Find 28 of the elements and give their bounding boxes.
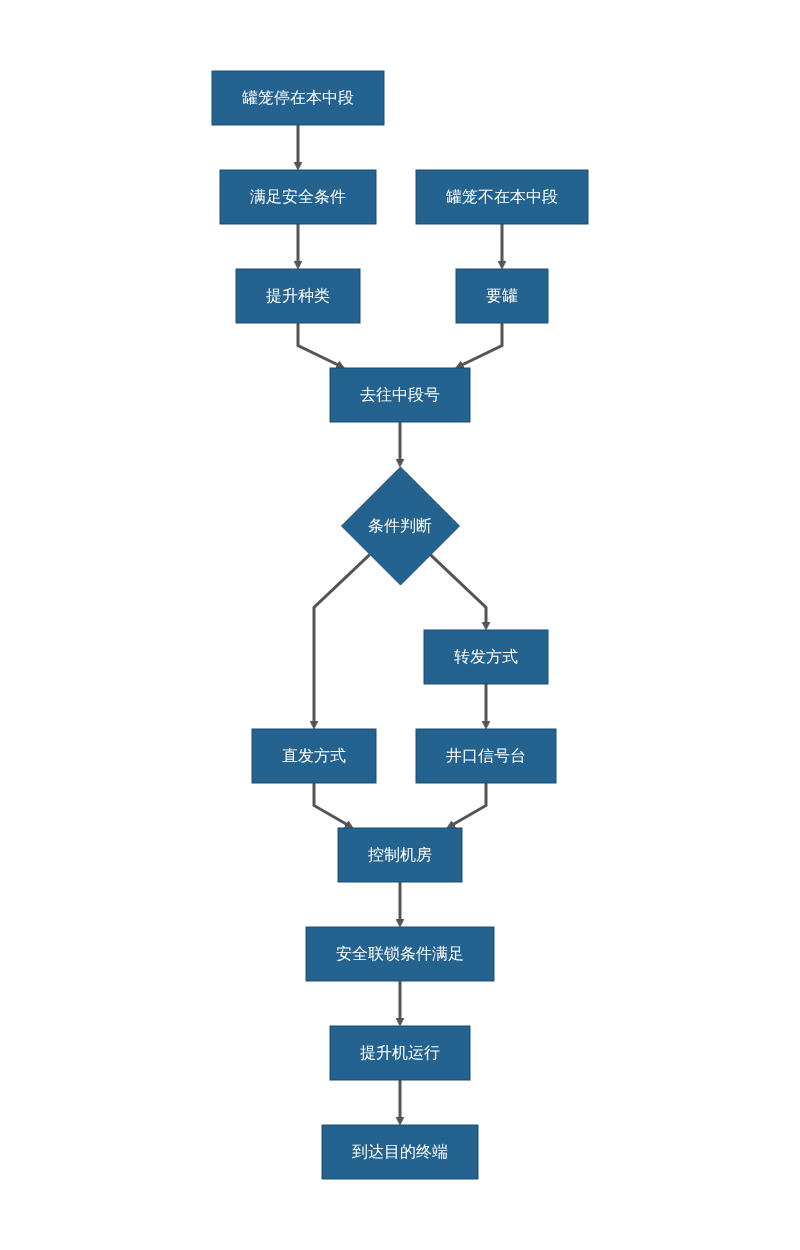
node-box: 安全联锁条件满足 xyxy=(305,926,495,982)
node-diamond: 条件判断 xyxy=(341,466,460,586)
arrow xyxy=(429,553,491,631)
arrow xyxy=(395,422,405,468)
node-box: 满足安全条件 xyxy=(219,169,377,225)
node-box: 直发方式 xyxy=(251,728,377,784)
arrow xyxy=(455,323,504,369)
arrow xyxy=(395,981,405,1027)
node-box: 罐笼不在本中段 xyxy=(415,169,589,225)
arrow xyxy=(296,323,345,369)
arrow xyxy=(293,224,303,270)
arrow xyxy=(481,684,491,730)
node-box: 提升机运行 xyxy=(329,1025,471,1081)
arrow xyxy=(446,783,488,829)
node-box: 罐笼停在本中段 xyxy=(211,70,385,126)
node-box: 去往中段号 xyxy=(329,367,471,423)
node-box: 到达目的终端 xyxy=(321,1124,479,1180)
node-box: 转发方式 xyxy=(423,629,549,685)
arrow xyxy=(395,1080,405,1126)
arrow xyxy=(312,783,354,829)
node-box: 控制机房 xyxy=(337,827,463,883)
arrow xyxy=(309,553,371,730)
arrow xyxy=(497,224,507,270)
arrow xyxy=(293,125,303,171)
node-box: 提升种类 xyxy=(235,268,361,324)
node-box: 要罐 xyxy=(455,268,549,324)
node-box: 井口信号台 xyxy=(415,728,557,784)
arrow xyxy=(395,882,405,928)
